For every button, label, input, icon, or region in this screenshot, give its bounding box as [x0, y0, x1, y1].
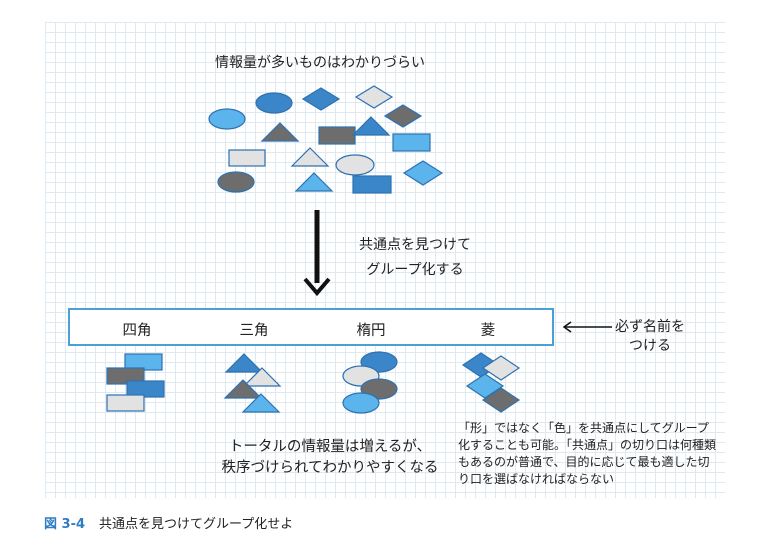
category-label-diamond: 菱 — [480, 323, 496, 339]
summary-line: 秩序づけられてわかりやすくなる — [221, 460, 439, 476]
scatter-ellipse — [255, 92, 293, 114]
left-arrow-icon — [562, 321, 612, 333]
scatter-rect — [318, 126, 356, 145]
figure-caption: 図 3-4 共通点を見つけてグループ化せよ — [44, 513, 293, 532]
figure-caption-text: 共通点を見つけてグループ化せよ — [99, 517, 294, 532]
group-rect — [106, 367, 145, 385]
group-rect — [106, 394, 145, 412]
scatter-triangle — [260, 122, 300, 142]
scatter-diamond — [354, 85, 394, 109]
name-note: 必ず名前を つける — [600, 318, 700, 356]
scatter-rect — [392, 133, 431, 152]
scatter-ellipse — [335, 154, 375, 176]
group-ellipse — [342, 392, 380, 414]
scatter-ellipse — [208, 108, 246, 130]
group-triangle — [224, 353, 264, 373]
group-triangle — [241, 393, 281, 413]
scatter-rect — [352, 175, 392, 194]
group-note: 共通点を見つけて グループ化する — [335, 236, 495, 280]
group-note-line: 共通点を見つけて — [359, 237, 471, 253]
name-note-line: つける — [629, 338, 671, 354]
scatter-ellipse — [217, 171, 255, 193]
summary-line: トータルの情報量は増えるが、 — [228, 439, 432, 455]
scatter-rect — [228, 149, 266, 167]
category-label-square: 四角 — [122, 323, 152, 339]
group-note-line: グループ化する — [366, 262, 464, 278]
color-group-note: 「形」ではなく「色」を共通点にしてグループ化することも可能。「共通点」の切り口は… — [458, 421, 717, 486]
group-triangle — [242, 367, 282, 387]
diagram-title: 情報量が多いものはわかりづらい — [215, 55, 425, 71]
figure-number: 図 3-4 — [44, 517, 86, 532]
group-diamond — [481, 387, 521, 413]
scatter-triangle — [351, 116, 391, 136]
name-note-line: 必ず名前を — [615, 319, 685, 335]
group-triangle — [223, 379, 263, 399]
group-rect — [126, 380, 165, 398]
scatter-diamond — [301, 87, 341, 111]
down-arrow-icon — [303, 210, 331, 297]
summary-text: トータルの情報量は増えるが、 秩序づけられてわかりやすくなる — [195, 437, 465, 479]
scatter-triangle — [290, 147, 330, 167]
scatter-triangle — [294, 172, 334, 192]
scatter-diamond — [383, 104, 423, 128]
group-diamond — [481, 355, 521, 381]
scatter-diamond — [402, 160, 444, 186]
category-label-triangle: 三角 — [239, 323, 269, 339]
category-label-ellipse: 楕円 — [356, 323, 386, 339]
category-box — [68, 308, 554, 346]
